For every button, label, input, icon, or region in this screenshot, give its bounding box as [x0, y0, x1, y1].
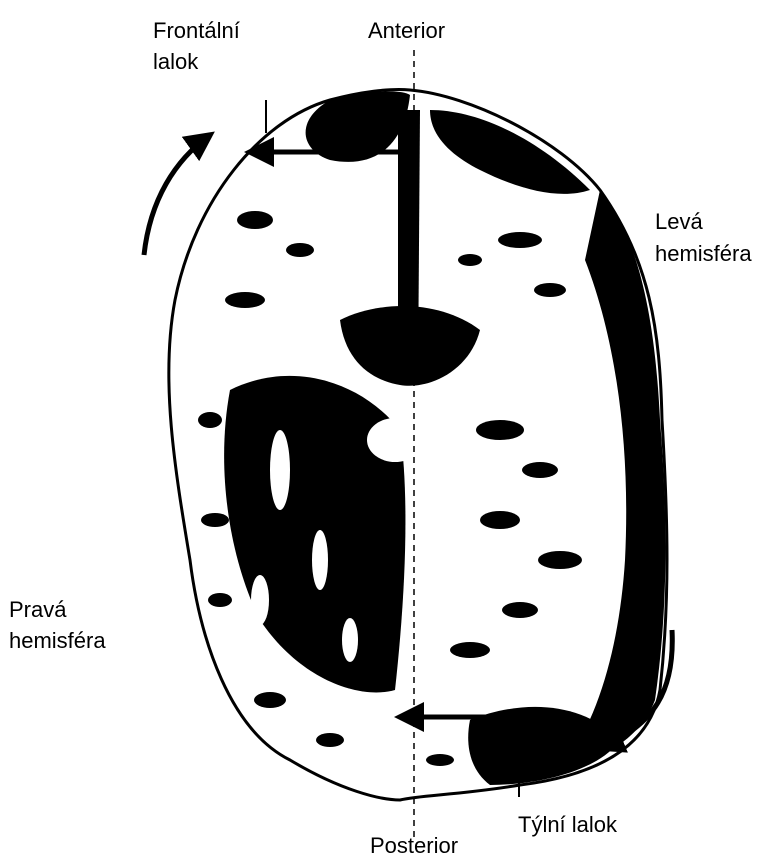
- occipital-lobe-label: Týlní lalok: [518, 811, 617, 839]
- frontal-lobe-label-line2: lalok: [153, 48, 198, 76]
- left-hemisphere-label-line2: hemisféra: [655, 240, 752, 268]
- frontal-lobe-label-line1: Frontální: [153, 17, 240, 45]
- left-hemisphere-label-line1: Levá: [655, 208, 703, 236]
- right-hemisphere-label-line2: hemisféra: [9, 627, 106, 655]
- right-hemisphere-label-line1: Pravá: [9, 596, 66, 624]
- posterior-label: Posterior: [370, 832, 458, 860]
- anterior-label: Anterior: [368, 17, 445, 45]
